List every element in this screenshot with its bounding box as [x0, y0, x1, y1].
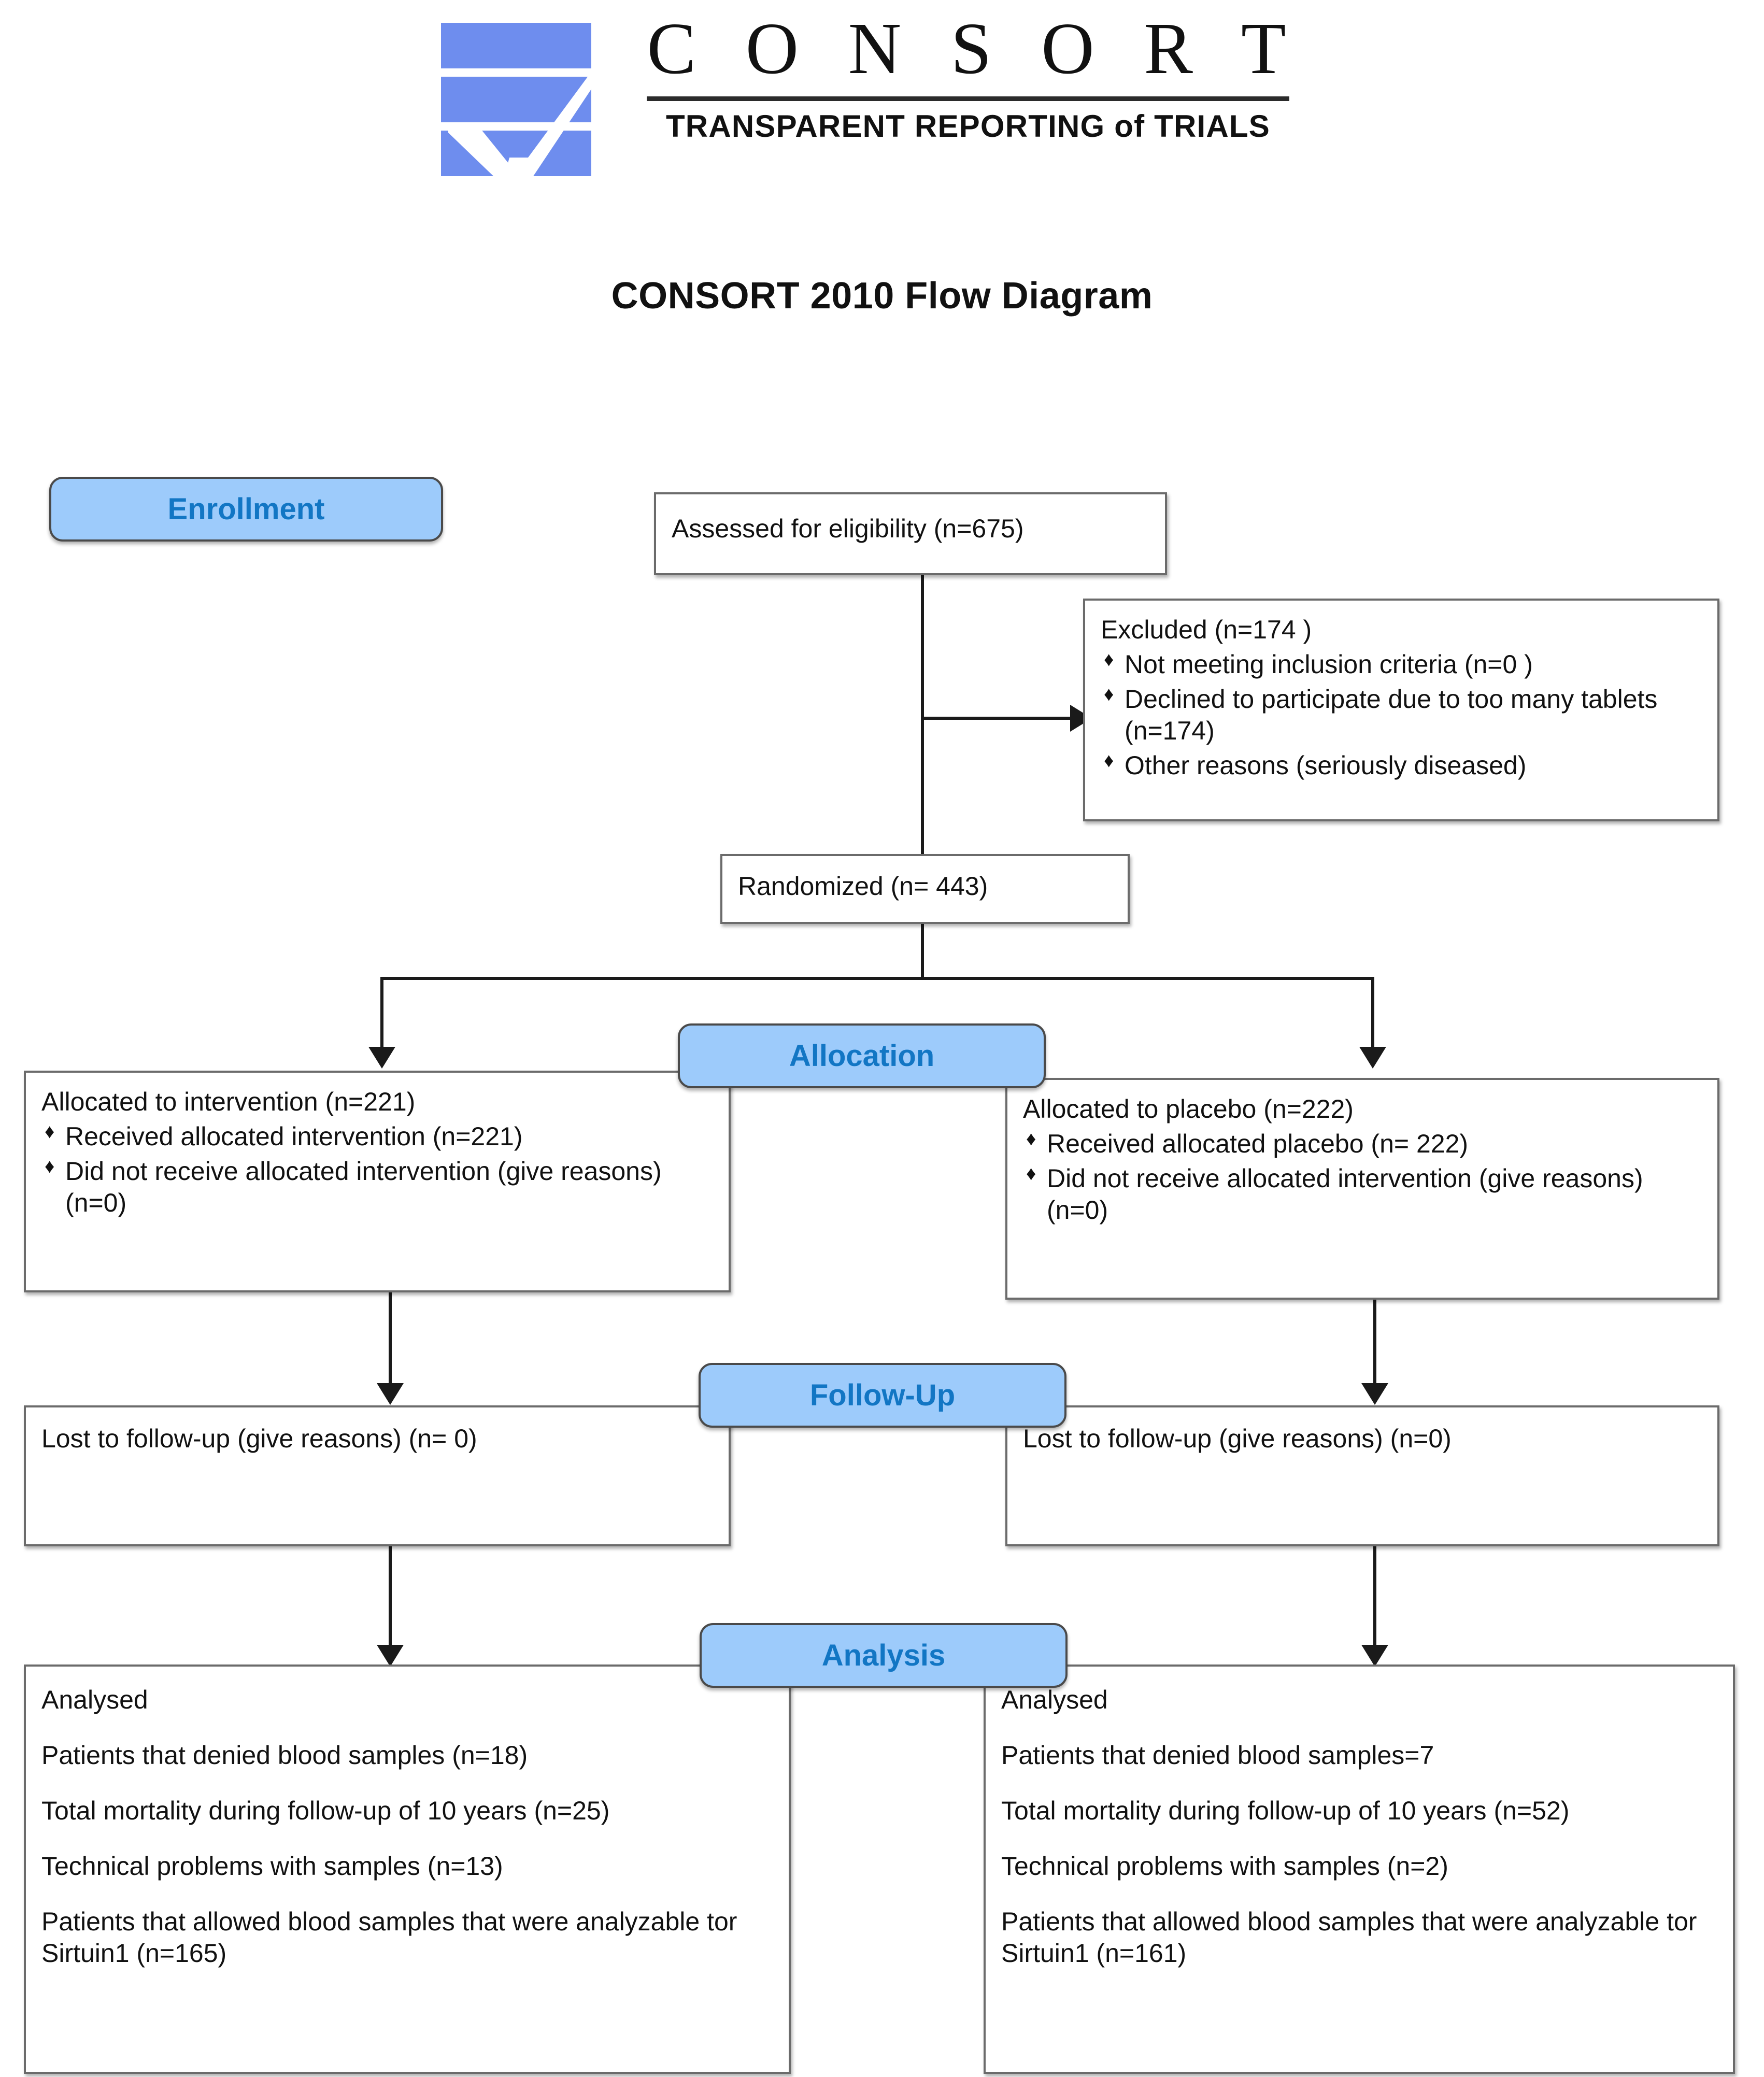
arrow-allocation-left-icon — [368, 1047, 395, 1069]
logo-divider — [647, 96, 1289, 101]
connector-to-excluded — [921, 717, 1087, 720]
list-item: Other reasons (seriously diseased) — [1101, 749, 1704, 781]
analysis-left-line: Total mortality during follow-up of 10 y… — [41, 1796, 610, 1825]
box-analysis-intervention: Analysed Patients that denied blood samp… — [24, 1665, 791, 2074]
stage-badge-allocation: Allocation — [678, 1023, 1046, 1088]
arrow-analysis-left-icon — [377, 1645, 404, 1667]
assessed-text: Assessed for eligibility (n=675) — [672, 514, 1024, 543]
followup-right-text: Lost to follow-up (give reasons) (n=0) — [1023, 1424, 1452, 1453]
allocation-right-list: Received allocated placebo (n= 222) Did … — [1023, 1127, 1704, 1226]
box-analysis-placebo: Analysed Patients that denied blood samp… — [984, 1665, 1735, 2074]
connector-alloc-right-to-followup — [1373, 1300, 1376, 1393]
box-excluded: Excluded (n=174 ) Not meeting inclusion … — [1083, 599, 1719, 821]
allocation-right-heading: Allocated to placebo (n=222) — [1023, 1094, 1354, 1123]
allocation-left-heading: Allocated to intervention (n=221) — [41, 1087, 416, 1116]
stage-badge-enrollment: Enrollment — [49, 477, 443, 542]
page-title: CONSORT 2010 Flow Diagram — [611, 275, 1153, 317]
connector-randomized-down — [921, 924, 924, 978]
checkmark-icon — [448, 70, 592, 184]
arrow-followup-right-icon — [1361, 1383, 1388, 1405]
analysis-left-line: Patients that allowed blood samples that… — [41, 1907, 737, 1968]
arrow-allocation-right-icon — [1359, 1047, 1386, 1069]
analysis-right-line: Total mortality during follow-up of 10 y… — [1001, 1796, 1570, 1825]
connector-eligibility-to-randomized — [921, 575, 924, 855]
analysis-right-heading: Analysed — [1001, 1685, 1108, 1714]
connector-split-bar — [380, 977, 1374, 980]
stage-badge-followup-label: Follow-Up — [809, 1378, 956, 1412]
box-allocated-intervention: Allocated to intervention (n=221) Receiv… — [24, 1071, 731, 1292]
connector-split-left — [380, 977, 383, 1057]
analysis-right-line: Patients that allowed blood samples that… — [1001, 1907, 1697, 1968]
connector-followup-right-to-analysis — [1373, 1546, 1376, 1655]
arrow-followup-left-icon — [377, 1383, 404, 1405]
stage-badge-followup: Follow-Up — [699, 1363, 1066, 1428]
analysis-right-line: Patients that denied blood samples=7 — [1001, 1741, 1434, 1770]
stage-badge-allocation-label: Allocation — [789, 1039, 935, 1073]
consort-logo: C O N S O R T TRANSPARENT REPORTING of T… — [437, 11, 1318, 184]
list-item: Received allocated intervention (n=221) — [41, 1120, 715, 1153]
list-item: Did not receive allocated intervention (… — [1023, 1162, 1704, 1226]
list-item: Received allocated placebo (n= 222) — [1023, 1127, 1704, 1160]
excluded-heading: Excluded (n=174 ) — [1101, 615, 1312, 644]
connector-split-right — [1371, 977, 1374, 1057]
logo-bar-top — [441, 23, 591, 68]
analysis-left-line: Patients that denied blood samples (n=18… — [41, 1741, 528, 1770]
connector-alloc-left-to-followup — [389, 1292, 392, 1393]
consort-logo-text: C O N S O R T TRANSPARENT REPORTING of T… — [623, 11, 1313, 144]
followup-left-text: Lost to follow-up (give reasons) (n= 0) — [41, 1424, 477, 1453]
arrow-analysis-right-icon — [1361, 1645, 1388, 1667]
list-item: Did not receive allocated intervention (… — [41, 1155, 715, 1219]
box-randomized: Randomized (n= 443) — [720, 854, 1130, 924]
box-followup-intervention: Lost to follow-up (give reasons) (n= 0) — [24, 1405, 731, 1546]
list-item: Declined to participate due to too many … — [1101, 682, 1704, 747]
box-followup-placebo: Lost to follow-up (give reasons) (n=0) — [1005, 1405, 1719, 1546]
excluded-reasons-list: Not meeting inclusion criteria (n=0 ) De… — [1101, 648, 1704, 781]
analysis-left-line: Technical problems with samples (n=13) — [41, 1852, 503, 1881]
connector-followup-left-to-analysis — [389, 1546, 392, 1655]
box-allocated-placebo: Allocated to placebo (n=222) Received al… — [1005, 1078, 1719, 1300]
analysis-right-line: Technical problems with samples (n=2) — [1001, 1852, 1448, 1881]
stage-badge-enrollment-label: Enrollment — [167, 492, 325, 526]
analysis-left-heading: Analysed — [41, 1685, 148, 1714]
consort-tagline: TRANSPARENT REPORTING of TRIALS — [665, 109, 1271, 144]
consort-wordmark: C O N S O R T — [647, 7, 1302, 89]
allocation-left-list: Received allocated intervention (n=221) … — [41, 1120, 715, 1219]
box-assessed-for-eligibility: Assessed for eligibility (n=675) — [654, 492, 1167, 575]
list-item: Not meeting inclusion criteria (n=0 ) — [1101, 648, 1704, 680]
stage-badge-analysis-label: Analysis — [821, 1639, 946, 1672]
stage-badge-analysis: Analysis — [700, 1623, 1068, 1688]
consort-logo-mark — [437, 19, 592, 184]
randomized-text: Randomized (n= 443) — [738, 872, 988, 901]
